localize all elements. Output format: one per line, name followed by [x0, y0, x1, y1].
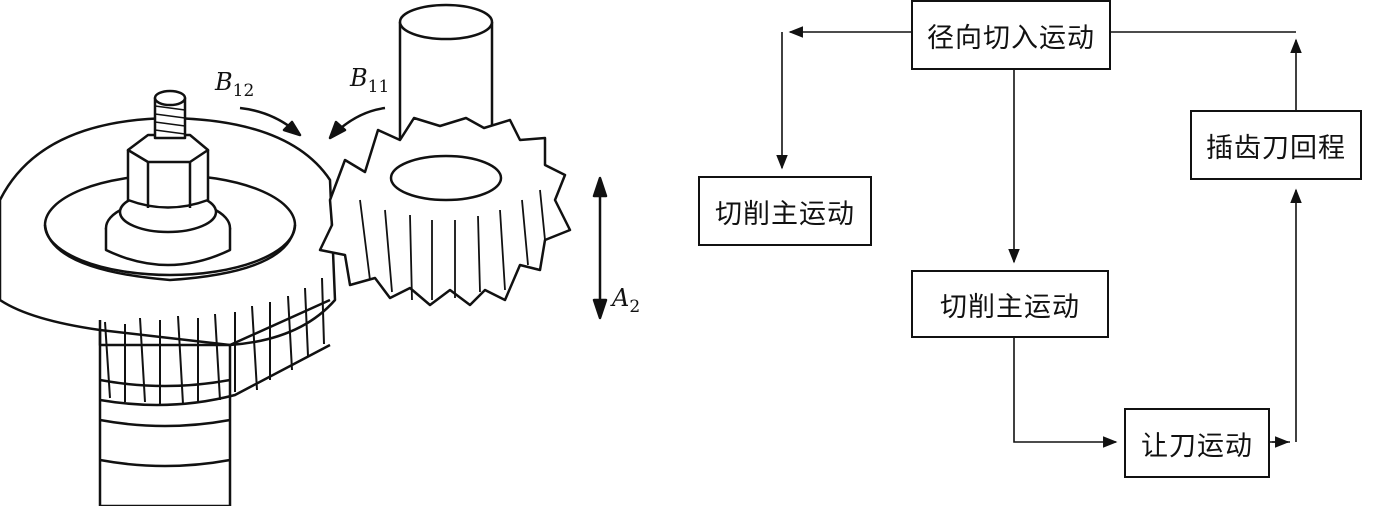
label-a2-main: A — [610, 284, 629, 312]
clamping-nut — [104, 89, 232, 267]
box-cut-main-center: 切削主运动 — [911, 270, 1109, 338]
label-a2-sub: 2 — [629, 297, 640, 317]
label-b12: B12 — [214, 68, 254, 101]
label-b12-main: B — [214, 68, 233, 96]
label-b12-sub: 12 — [233, 81, 255, 101]
workpiece-shaft — [98, 328, 232, 506]
shaper-cutter — [318, 3, 572, 307]
box-tool-return-label: 插齿刀回程 — [1206, 132, 1346, 164]
connector-center-to-relief — [1013, 338, 1118, 448]
box-radial-feed: 径向切入运动 — [911, 0, 1111, 70]
box-tool-return: 插齿刀回程 — [1190, 110, 1362, 180]
box-radial-feed-label: 径向切入运动 — [927, 22, 1095, 54]
box-cut-main-left-label: 切削主运动 — [715, 198, 855, 230]
reciprocating-arrow-a2 — [592, 176, 608, 320]
rotation-arrow-b12 — [239, 106, 302, 137]
box-relief-label: 让刀运动 — [1141, 430, 1253, 462]
label-b11-main: B — [349, 64, 368, 92]
box-cut-main-center-label: 切削主运动 — [940, 291, 1080, 323]
box-relief: 让刀运动 — [1124, 408, 1270, 478]
rotation-arrow-b11 — [328, 106, 386, 140]
label-a2: A2 — [610, 284, 640, 317]
label-b11-sub: 11 — [368, 77, 390, 97]
box-cut-main-left: 切削主运动 — [698, 176, 872, 246]
label-b11: B11 — [349, 64, 389, 97]
gear-shaping-illustration: B12 B11 A2 — [0, 3, 640, 506]
